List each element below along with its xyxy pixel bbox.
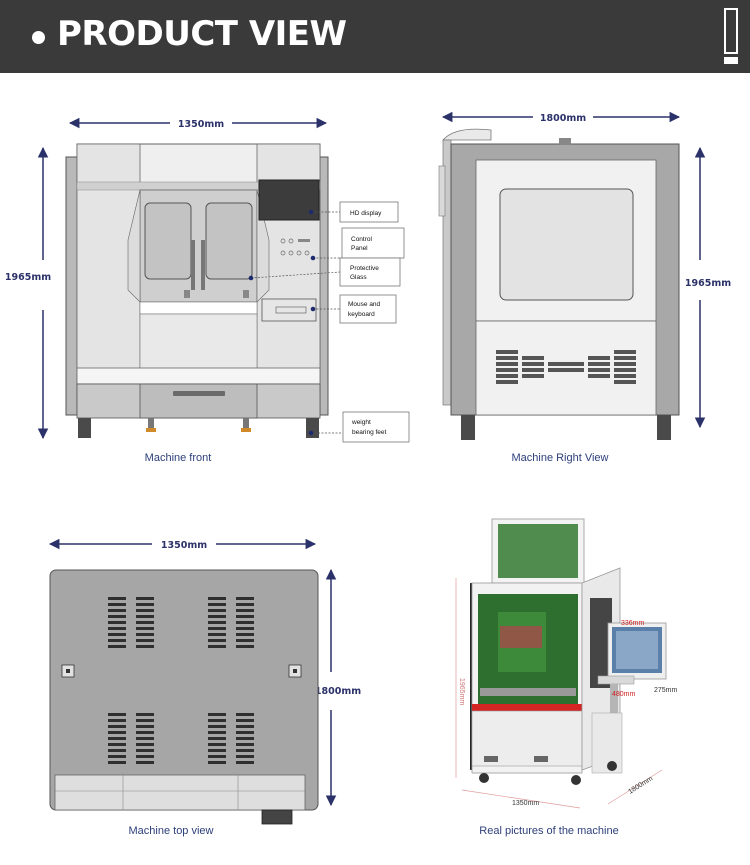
header-bar: PRODUCT VIEW (0, 0, 750, 73)
svg-text:Glass: Glass (350, 274, 367, 281)
page-title: PRODUCT VIEW (57, 14, 347, 54)
callout-control-panel: Control Panel (310, 227, 405, 261)
machine-front-drawing: 1350mm 1965mm HD display (5, 117, 410, 443)
front-height-label: 1965mm (5, 272, 51, 283)
caption-machine-right-view: Machine Right View (511, 452, 609, 464)
callout-hd-display: HD display (308, 201, 399, 223)
callout-weight-bearing-feet: weight bearing feet (308, 411, 410, 443)
machine-right-view-drawing: 1800mm 1965mm (438, 111, 731, 440)
bullet-dot (32, 31, 45, 44)
exclamation-icon (724, 8, 738, 54)
svg-text:keyboard: keyboard (348, 311, 375, 318)
svg-text:Mouse and: Mouse and (348, 301, 381, 308)
photo-label-275: 275mm (654, 687, 678, 694)
top-depth-label: 1800mm (315, 686, 361, 697)
svg-text:weight: weight (351, 419, 371, 426)
right-height-label: 1965mm (685, 278, 731, 289)
callout-mouse-keyboard: Mouse and keyboard (310, 294, 397, 324)
machine-photo-illustration: 1965mm 1350mm 1800mm 336mm 480mm 275mm (455, 518, 678, 809)
photo-label-336: 336mm (621, 620, 645, 627)
exclamation-dot (724, 57, 738, 64)
svg-text:bearing feet: bearing feet (352, 429, 387, 436)
photo-height-label: 1965mm (458, 678, 465, 705)
svg-text:Protective: Protective (350, 265, 379, 272)
photo-width-label: 1350mm (512, 800, 539, 807)
top-width-label: 1350mm (161, 540, 207, 551)
svg-text:Panel: Panel (351, 245, 368, 252)
photo-depth-label: 1800mm (627, 775, 654, 795)
right-width-label: 1800mm (540, 113, 586, 124)
photo-label-480: 480mm (612, 691, 636, 698)
front-width-label: 1350mm (178, 119, 224, 130)
caption-real-pictures: Real pictures of the machine (479, 825, 619, 837)
caption-machine-top-view: Machine top view (128, 825, 214, 837)
svg-text:HD display: HD display (350, 210, 382, 217)
callout-protective-glass: Protective Glass (248, 257, 401, 287)
caption-machine-front: Machine front (144, 452, 212, 464)
svg-text:Control: Control (351, 236, 373, 243)
machine-top-view-drawing: 1350mm 1800mm (48, 538, 361, 825)
